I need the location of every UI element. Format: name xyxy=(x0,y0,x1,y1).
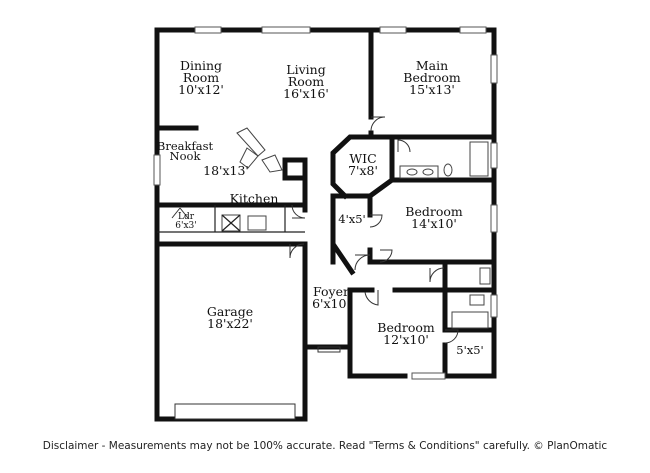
svg-text:Garage: Garage xyxy=(207,304,253,319)
fixtures xyxy=(221,127,491,329)
svg-text:Room: Room xyxy=(288,74,324,89)
svg-text:15'x13': 15'x13' xyxy=(409,82,455,97)
svg-text:4'x5': 4'x5' xyxy=(338,212,365,226)
room-label-dining: Dining Room 10'x12' xyxy=(178,58,224,97)
svg-text:6'x3': 6'x3' xyxy=(175,221,196,231)
dining-name-line1: Dining xyxy=(180,58,222,73)
room-label-main-bedroom: Main Bedroom 15'x13' xyxy=(403,58,461,97)
svg-text:Breakfast: Breakfast xyxy=(157,139,214,153)
svg-text:7'x8': 7'x8' xyxy=(348,163,378,178)
svg-text:Nook: Nook xyxy=(170,149,202,163)
svg-text:Foyer: Foyer xyxy=(313,284,349,299)
windows xyxy=(153,26,498,420)
svg-text:18'x22': 18'x22' xyxy=(207,316,253,331)
room-label-wic: WIC 7'x8' xyxy=(348,151,378,178)
partitions xyxy=(157,205,305,233)
room-label-living: Living Room 16'x16' xyxy=(283,62,329,101)
svg-text:Kitchen: Kitchen xyxy=(230,191,279,206)
room-label-kitchen: Kitchen xyxy=(230,191,279,206)
room-label-foyer: Foyer 6'x10' xyxy=(312,284,350,311)
svg-text:Bedroom: Bedroom xyxy=(403,70,461,85)
dining-size: 10'x12' xyxy=(178,82,224,97)
room-label-bath-small: 5'x5' xyxy=(456,343,483,357)
svg-text:18'x13': 18'x13' xyxy=(203,163,249,178)
room-label-garage: Garage 18'x22' xyxy=(207,304,253,331)
svg-text:16'x16': 16'x16' xyxy=(283,86,329,101)
svg-text:WIC: WIC xyxy=(349,151,376,166)
room-label-closet: 4'x5' xyxy=(338,212,365,226)
interior-walls xyxy=(154,27,497,379)
room-label-laundry: Ldr 6'x3' xyxy=(175,212,196,231)
svg-text:Living: Living xyxy=(286,62,325,77)
svg-text:Bedroom: Bedroom xyxy=(405,204,463,219)
svg-text:12'x10': 12'x10' xyxy=(383,332,429,347)
svg-text:14'x10': 14'x10' xyxy=(411,216,457,231)
svg-text:Ldr: Ldr xyxy=(178,212,195,222)
room-label-breakfast-nook: Breakfast Nook 18'x13' xyxy=(157,139,249,178)
svg-text:Bedroom: Bedroom xyxy=(377,320,435,335)
room-label-bedroom-3: Bedroom 12'x10' xyxy=(377,320,435,347)
svg-text:5'x5': 5'x5' xyxy=(456,343,483,357)
disclaimer-text: Disclaimer - Measurements may not be 100… xyxy=(42,440,608,452)
dining-name-line2: Room xyxy=(183,70,219,85)
doors xyxy=(171,116,459,353)
svg-text:Main: Main xyxy=(416,58,448,73)
svg-text:6'x10': 6'x10' xyxy=(312,296,350,311)
room-label-bedroom-2: Bedroom 14'x10' xyxy=(405,204,463,231)
